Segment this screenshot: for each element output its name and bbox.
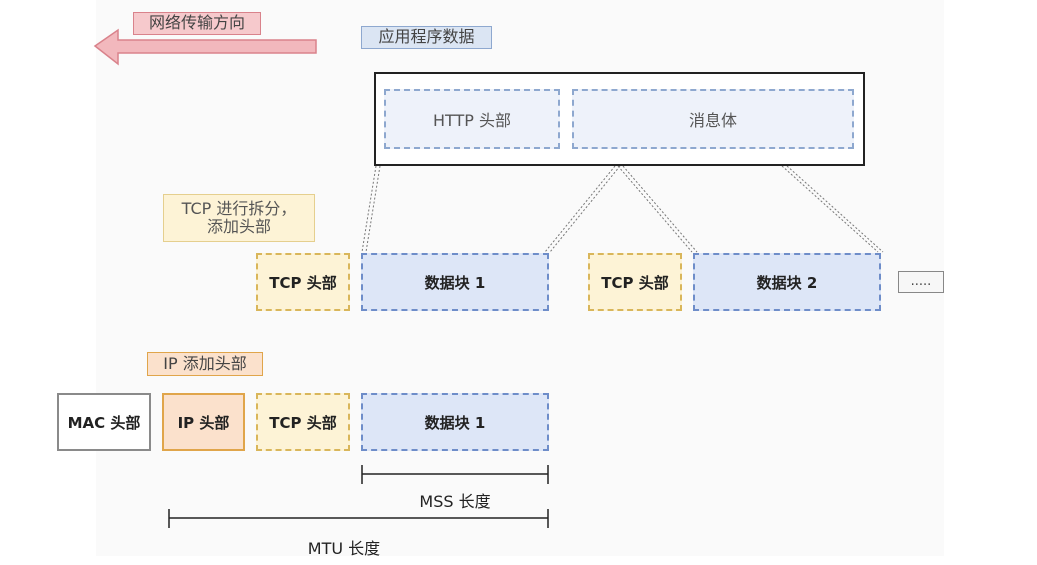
- data-chunk-block-2: 数据块 2: [693, 253, 881, 311]
- connector-right-a: [781, 165, 879, 253]
- http-header-block: HTTP 头部: [384, 89, 560, 149]
- ip-row-data-chunk-block: 数据块 1: [361, 393, 549, 451]
- network-direction-arrow: [93, 28, 317, 66]
- tcp-header-block-1: TCP 头部: [256, 253, 350, 311]
- network-direction-label: 网络传输方向: [133, 12, 261, 35]
- mss-length-label: MSS 长度: [419, 492, 491, 511]
- tcp-split-label-line2: 添加头部: [206, 217, 271, 236]
- ip-add-header-label: IP 添加头部: [147, 352, 263, 376]
- connector-right-b: [786, 165, 884, 253]
- connector-left-outer: [361, 165, 377, 253]
- data-chunk-block-1: 数据块 1: [361, 253, 549, 311]
- connector-left-inner: [365, 165, 381, 253]
- connector-mid-left-a: [544, 165, 616, 253]
- tcp-split-label-line1: TCP 进行拆分，: [181, 198, 297, 218]
- more-segments-ellipsis: .....: [898, 271, 944, 293]
- mac-header-block: MAC 头部: [57, 393, 151, 451]
- connector-mid-left-b: [549, 165, 621, 253]
- connector-mid-right-a: [617, 165, 693, 253]
- ip-row-tcp-header-block: TCP 头部: [256, 393, 350, 451]
- mtu-length-label: MTU 长度: [307, 539, 381, 558]
- connector-mid-right-b: [622, 165, 698, 253]
- ip-header-block: IP 头部: [162, 393, 245, 451]
- tcp-header-block-2: TCP 头部: [588, 253, 682, 311]
- app-data-label: 应用程序数据: [361, 26, 492, 49]
- tcp-split-label: TCP 进行拆分， 添加头部: [163, 194, 315, 242]
- message-body-block: 消息体: [572, 89, 854, 149]
